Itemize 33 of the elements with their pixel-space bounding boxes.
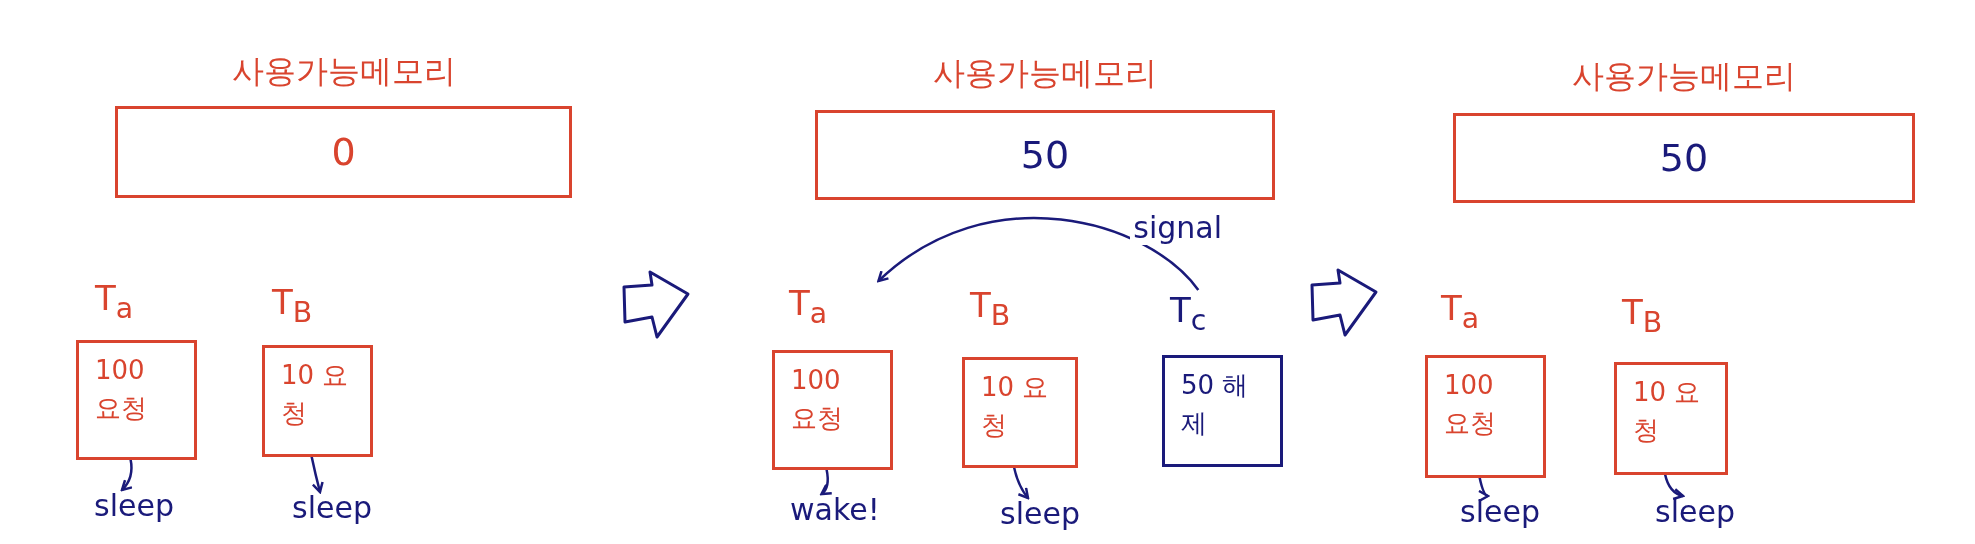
memory-box: 0 (115, 106, 572, 198)
thread-label: T$_{a}$ (95, 278, 134, 325)
task-box-text: 100 요청 (791, 364, 844, 435)
arrow (1663, 473, 1685, 500)
thread-label: T$_{a}$ (1441, 288, 1480, 335)
state-label: sleep (94, 488, 174, 523)
arrow (120, 458, 134, 492)
state-label: sleep (1655, 494, 1735, 529)
state-label: sleep (292, 490, 372, 525)
thread-label: T$_{B}$ (272, 282, 313, 329)
thread-label: T$_{B}$ (970, 285, 1011, 332)
arrow (1012, 466, 1030, 500)
state-label: sleep (1000, 496, 1080, 531)
task-box-text: 100 요청 (1444, 369, 1497, 440)
task-box-text: 100 요청 (95, 354, 148, 425)
arrow (820, 468, 833, 496)
thread-label: T$_{B}$ (1622, 292, 1663, 339)
thread-label: T$_{a}$ (789, 283, 828, 330)
arrow (310, 455, 324, 494)
task-box-text: 10 요청 (1633, 376, 1702, 447)
task-box-text: 10 요청 (281, 359, 350, 430)
memory-label: 사용가능메모리 (933, 54, 1157, 92)
memory-label: 사용가능메모리 (1572, 57, 1796, 95)
task-box-text: 10 요청 (981, 371, 1050, 442)
thread-label: T$_{c}$ (1170, 290, 1207, 337)
arrow (877, 216, 1200, 291)
task-box-text: 50 해제 (1181, 369, 1250, 440)
memory-box: 50 (1453, 113, 1915, 203)
state-label: sleep (1460, 494, 1540, 529)
state-label: wake! (790, 492, 880, 527)
memory-label: 사용가능메모리 (231, 52, 456, 90)
memory-box: 50 (815, 110, 1275, 200)
arrow (1477, 476, 1490, 501)
